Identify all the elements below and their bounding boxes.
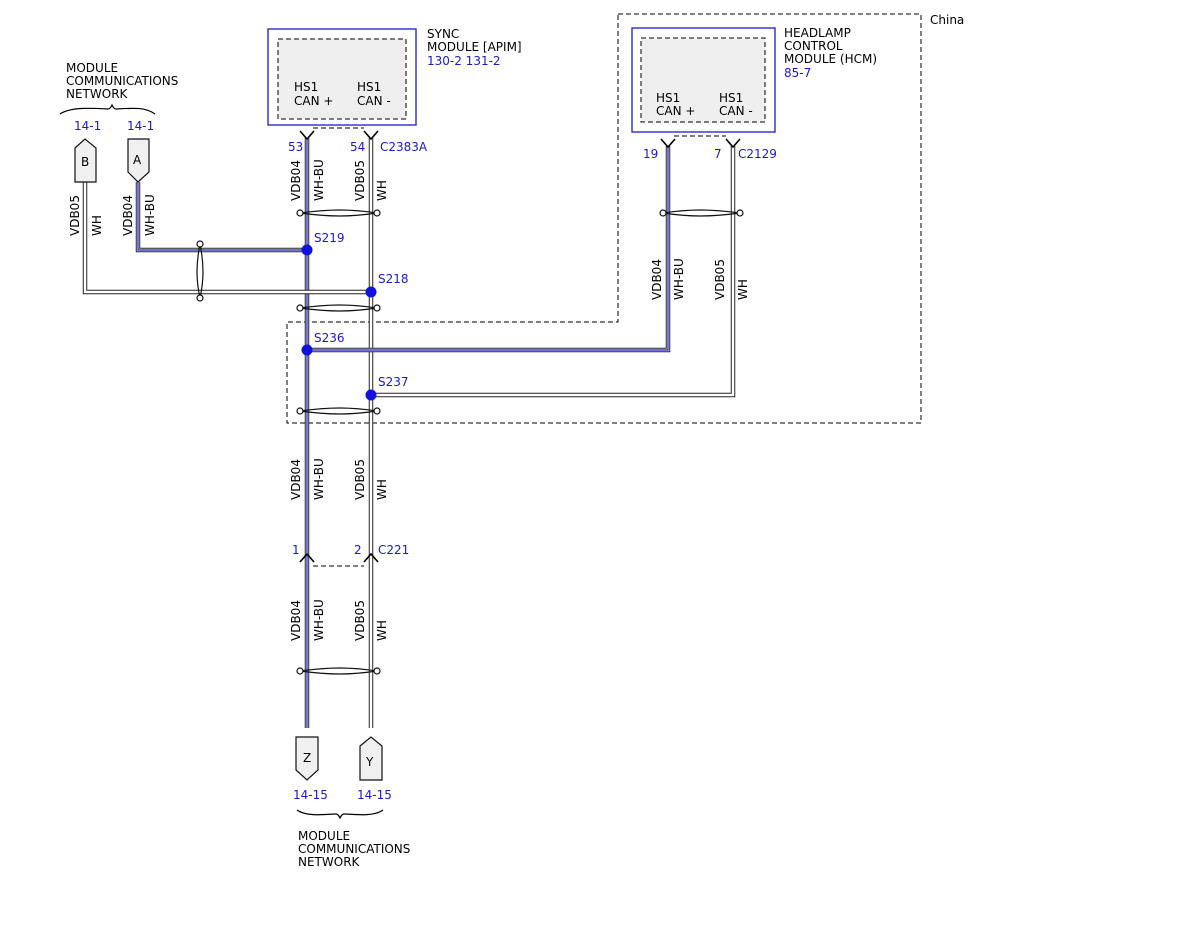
connector-c221[interactable] — [299, 552, 379, 567]
terminal-y-ref[interactable]: 14-15 — [357, 788, 392, 802]
wire-vdb04-to-terminal-a[interactable] — [135, 182, 307, 253]
wire-label-upper-minus-circuit: VDB05 — [353, 160, 367, 201]
splice-s237[interactable] — [365, 389, 377, 401]
terminal-a-ref[interactable]: 14-1 — [127, 119, 154, 133]
hcm-pin-minus-label-2: CAN - — [719, 104, 753, 118]
terminal-a-letter: A — [133, 153, 142, 167]
wire-label-lower-minus-circuit: VDB05 — [353, 600, 367, 641]
apim-module[interactable] — [267, 28, 417, 126]
splice-s219-label: S219 — [314, 231, 345, 245]
hcm-ref-link[interactable]: 85-7 — [784, 66, 811, 80]
apim-name-line-2: MODULE [APIM] — [427, 40, 522, 54]
wire-vdb05-to-hcm[interactable] — [371, 146, 736, 398]
wire-label-hcm-plus-circuit: VDB04 — [650, 259, 664, 300]
wire-label-b-color: WH — [90, 215, 104, 236]
network-top-label-2: COMMUNICATIONS — [66, 74, 178, 88]
connector-c2129-label[interactable]: C2129 — [738, 147, 777, 161]
wire-label-a-circuit: VDB04 — [121, 195, 135, 236]
twist-marker-mid — [296, 304, 381, 312]
terminal-b[interactable] — [74, 138, 97, 183]
connector-c221-label[interactable]: C221 — [378, 543, 409, 557]
connector-c2383a-label[interactable]: C2383A — [380, 140, 428, 154]
network-bottom-brace — [296, 809, 384, 820]
region-label: China — [930, 13, 964, 27]
wire-label-hcm-minus-color: WH — [736, 279, 750, 300]
wire-label-mid-plus-color: WH-BU — [312, 458, 326, 500]
wire-label-hcm-plus-color: WH-BU — [672, 258, 686, 300]
apim-ref-links[interactable]: 130-2 131-2 — [427, 54, 501, 68]
connector-c2129[interactable] — [660, 135, 741, 149]
twist-marker-china-region — [296, 407, 381, 415]
hcm-pin-19: 19 — [643, 147, 658, 161]
splice-s218[interactable] — [365, 286, 377, 298]
splice-s218-label: S218 — [378, 272, 409, 286]
network-bottom-label-3: NETWORK — [298, 855, 361, 869]
terminal-b-letter: B — [81, 155, 89, 169]
wire-label-a-color: WH-BU — [143, 194, 157, 236]
wire-label-mid-plus-circuit: VDB04 — [289, 459, 303, 500]
twist-marker-apim — [296, 209, 381, 217]
hcm-pin-7: 7 — [714, 147, 722, 161]
terminal-z[interactable] — [295, 736, 319, 781]
wire-label-upper-plus-circuit: VDB04 — [289, 160, 303, 201]
connector-c2383a[interactable] — [299, 127, 379, 141]
wire-label-b-circuit: VDB05 — [68, 195, 82, 236]
terminal-y[interactable] — [359, 736, 383, 781]
hcm-module[interactable] — [631, 27, 776, 133]
wire-vdb05-to-terminal-b[interactable] — [82, 182, 371, 295]
network-bottom-label-2: COMMUNICATIONS — [298, 842, 410, 856]
terminal-z-letter: Z — [303, 751, 311, 765]
wire-label-upper-plus-color: WH-BU — [312, 159, 326, 201]
terminal-y-letter: Y — [365, 755, 374, 769]
terminal-b-ref[interactable]: 14-1 — [74, 119, 101, 133]
hcm-pin-minus-label-1: HS1 — [719, 91, 743, 105]
apim-name-line-1: SYNC — [427, 27, 459, 41]
wire-label-hcm-minus-circuit: VDB05 — [713, 259, 727, 300]
twist-marker-left-branch — [196, 240, 204, 302]
splice-s237-label: S237 — [378, 375, 409, 389]
china-region-boundary — [286, 13, 922, 424]
wire-label-mid-minus-color: WH — [375, 479, 389, 500]
twist-marker-hcm — [659, 209, 744, 217]
c221-pin-1: 1 — [292, 543, 300, 557]
twist-marker-bottom — [296, 667, 381, 675]
network-top-label-3: NETWORK — [66, 87, 129, 101]
hcm-name-line-3: MODULE (HCM) — [784, 52, 877, 66]
c221-pin-2: 2 — [354, 543, 362, 557]
wire-label-upper-minus-color: WH — [375, 180, 389, 201]
apim-pin-53: 53 — [288, 140, 303, 154]
splice-s236-label: S236 — [314, 331, 345, 345]
wire-label-lower-plus-color: WH-BU — [312, 599, 326, 641]
hcm-name-line-1: HEADLAMP — [784, 26, 851, 40]
terminal-z-ref[interactable]: 14-15 — [293, 788, 328, 802]
splice-s219[interactable] — [301, 244, 313, 256]
terminal-a[interactable] — [127, 138, 150, 183]
apim-pin-minus-label-2: CAN - — [357, 94, 391, 108]
hcm-pin-plus-label-1: HS1 — [656, 91, 680, 105]
apim-pin-plus-label-2: CAN + — [294, 94, 333, 108]
apim-pin-54: 54 — [350, 140, 365, 154]
hcm-name-line-2: CONTROL — [784, 39, 843, 53]
network-top-label-1: MODULE — [66, 61, 118, 75]
wire-label-mid-minus-circuit: VDB05 — [353, 459, 367, 500]
apim-pin-minus-label-1: HS1 — [357, 80, 381, 94]
network-bottom-label-1: MODULE — [298, 829, 350, 843]
network-top-brace — [59, 103, 156, 115]
wire-label-lower-minus-color: WH — [375, 620, 389, 641]
splice-s236[interactable] — [301, 344, 313, 356]
hcm-pin-plus-label-2: CAN + — [656, 104, 695, 118]
wire-label-lower-plus-circuit: VDB04 — [289, 600, 303, 641]
apim-pin-plus-label-1: HS1 — [294, 80, 318, 94]
